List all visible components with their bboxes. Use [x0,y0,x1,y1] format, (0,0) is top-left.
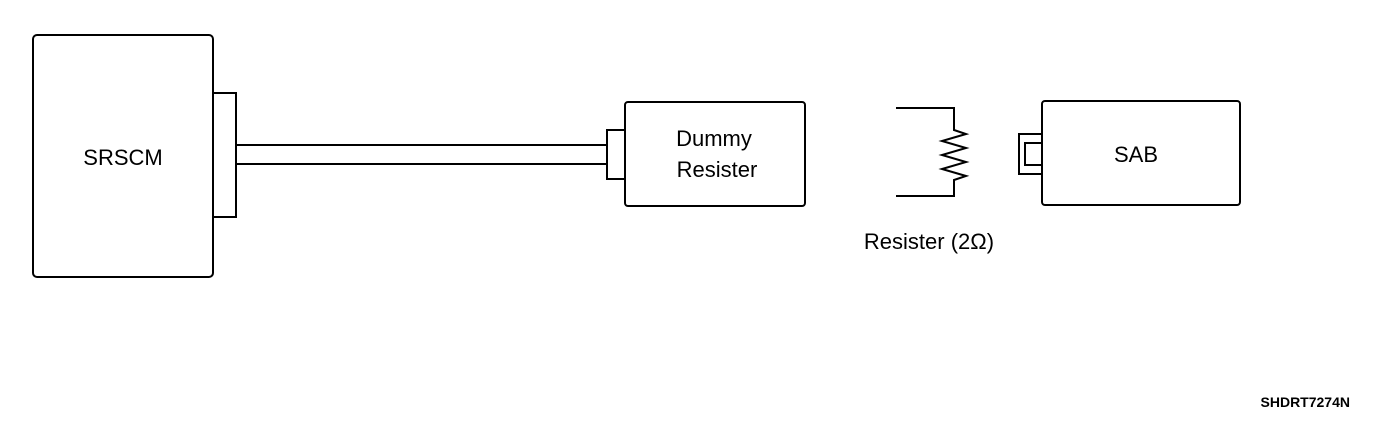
figure-code: SHDRT7274N [1261,394,1350,410]
harness-cable [236,144,607,165]
dummy-resister: Dummy Resister [606,101,806,207]
dummy-resister-label-line1: Dummy [676,126,752,151]
resister-symbol-icon [896,107,970,197]
dummy-resister-body [624,101,806,207]
sab-module: SAB [1018,100,1241,206]
srscm-label: SRSCM [83,145,162,170]
srscm-connector [212,92,237,218]
sab-label: SAB [1114,142,1158,167]
resister-label: Resister (2Ω) [864,229,994,254]
srscm-module: SRSCM [32,34,237,278]
dummy-resister-label-line2: Resister [677,157,758,182]
resister-2ohm: Resister (2Ω) [864,107,994,254]
dummy-resister-connector [606,129,626,180]
sab-body [1041,100,1241,206]
sab-connector-inner [1024,142,1043,166]
